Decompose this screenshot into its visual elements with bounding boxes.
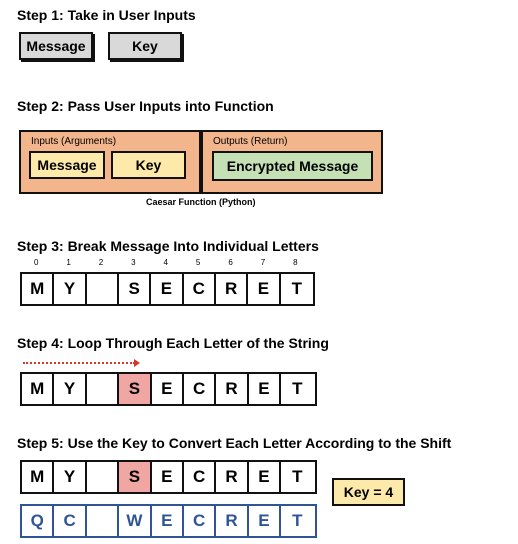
letter-cell: Q <box>22 506 55 536</box>
letter-cell: E <box>249 374 282 404</box>
outputs-panel-label: Outputs (Return) <box>213 136 288 147</box>
inputs-panel: Inputs (Arguments) Message Key <box>19 130 201 194</box>
letter-cell: C <box>54 506 87 536</box>
space-cell <box>87 506 120 536</box>
letter-index: 0 <box>33 258 39 267</box>
letter-cell: M <box>22 274 55 304</box>
letter-index: 4 <box>163 258 168 267</box>
loop-arrow-line <box>23 362 135 364</box>
space-cell <box>87 274 119 304</box>
key-badge: Key = 4 <box>332 478 405 506</box>
function-message-box: Message <box>29 151 105 179</box>
letter-cell: T <box>291 279 302 298</box>
function-key-box: Key <box>111 151 186 179</box>
space-cell <box>87 462 120 492</box>
letter-cell: R <box>216 506 249 536</box>
letter-index: 7 <box>260 258 266 267</box>
letter-index: 3 <box>131 258 136 267</box>
letter-cell: C <box>184 374 217 404</box>
letter-index: 2 <box>98 258 104 267</box>
step4-title: Step 4: Loop Through Each Letter of the … <box>17 335 329 351</box>
letter-cell: T <box>292 379 303 398</box>
message-input-box: Message <box>19 32 93 60</box>
letter-index: 1 <box>66 258 71 267</box>
letter-cell: M <box>22 374 55 404</box>
loop-arrow-head-icon <box>134 359 140 367</box>
letter-cell: C <box>184 462 217 492</box>
letter-index: 6 <box>228 258 233 267</box>
function-caption: Caesar Function (Python) <box>146 197 256 207</box>
letter-cell: Y <box>54 462 87 492</box>
letter-cell: C <box>184 506 217 536</box>
key-input-box: Key <box>108 32 182 60</box>
letter-cell: C <box>184 274 216 304</box>
letter-cell: E <box>152 462 184 492</box>
letter-index: 5 <box>195 258 201 267</box>
letter-cell: Y <box>54 274 87 304</box>
letter-cell: T <box>292 467 303 486</box>
letter-cell: S <box>119 462 152 492</box>
letter-cell: E <box>249 462 282 492</box>
inputs-panel-label: Inputs (Arguments) <box>31 136 117 147</box>
letter-cell: S <box>119 374 152 404</box>
letter-cell: T <box>292 511 303 530</box>
space-cell <box>87 374 120 404</box>
letter-cell: E <box>152 506 184 536</box>
step1-title: Step 1: Take in User Inputs <box>17 7 196 23</box>
letter-cell: W <box>119 506 152 536</box>
letter-cell: E <box>249 506 282 536</box>
letter-cell: Y <box>54 374 87 404</box>
letter-cell: S <box>119 274 152 304</box>
letter-cell: R <box>216 462 249 492</box>
letter-cell: E <box>151 274 184 304</box>
step5-title: Step 5: Use the Key to Convert Each Lett… <box>17 435 452 451</box>
encrypted-message-box: Encrypted Message <box>212 151 373 181</box>
letter-cell: E <box>152 374 184 404</box>
letter-cell: R <box>216 274 249 304</box>
letter-cell: E <box>248 274 281 304</box>
letter-index: 8 <box>293 258 298 267</box>
letter-cell: R <box>216 374 249 404</box>
letter-cell: M <box>22 462 55 492</box>
step3-title: Step 3: Break Message Into Individual Le… <box>17 238 319 254</box>
step2-title: Step 2: Pass User Inputs into Function <box>17 98 274 114</box>
index-row: 0 1 2 3 4 5 6 7 8 <box>20 258 312 267</box>
outputs-panel: Outputs (Return) Encrypted Message <box>201 130 383 194</box>
